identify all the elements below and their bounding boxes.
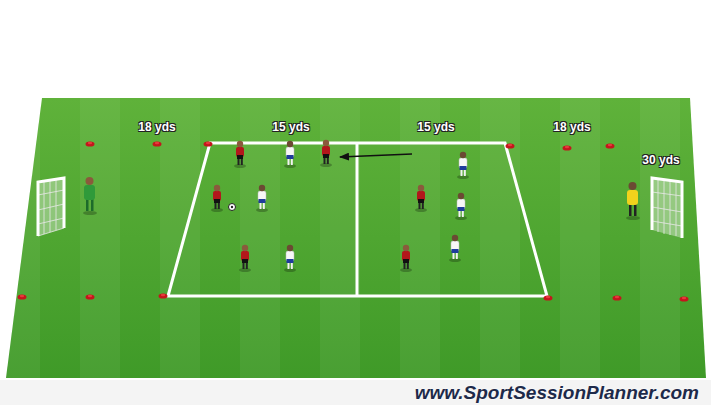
dimension-label: 18 yds xyxy=(138,120,175,134)
dimension-label: 15 yds xyxy=(417,120,454,134)
dimension-label: 30 yds xyxy=(642,153,679,167)
right-keeper xyxy=(626,182,640,220)
dimension-label: 15 yds xyxy=(272,120,309,134)
watermark: www.SportSessionPlanner.com xyxy=(415,382,699,404)
dimension-label: 18 yds xyxy=(553,120,590,134)
pass-arrow xyxy=(340,154,412,157)
right-goal xyxy=(652,178,682,238)
left-goal xyxy=(38,178,64,236)
left-keeper xyxy=(83,177,97,215)
